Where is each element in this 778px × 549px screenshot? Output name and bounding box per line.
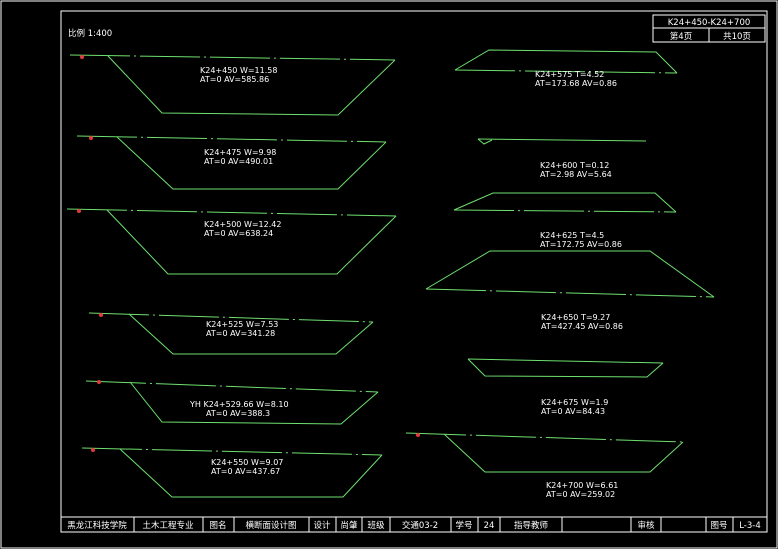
footer-drawing-no: L-3-4 bbox=[739, 521, 761, 531]
section-label: K24+650 T=9.27 bbox=[541, 313, 610, 322]
section-k24-575: K24+575 T=4.52 AT=173.68 AV=0.86 bbox=[454, 49, 678, 88]
section-label: K24+475 W=9.98 bbox=[204, 148, 276, 157]
footer-class-label: 班级 bbox=[367, 520, 385, 531]
footer-drawing-no-label: 图号 bbox=[710, 521, 727, 531]
section-values: AT=0 AV=490.01 bbox=[204, 157, 273, 166]
footer-school: 黑龙江科技学院 bbox=[67, 520, 127, 531]
section-k24-600: K24+600 T=0.12 AT=2.98 AV=5.64 bbox=[477, 138, 647, 179]
footer-drawing-name: 横断面设计图 bbox=[245, 520, 296, 531]
page-total: 共10页 bbox=[723, 32, 751, 42]
scale-label: 比例 1:400 bbox=[68, 28, 112, 39]
section-label: K24+600 T=0.12 bbox=[540, 161, 609, 170]
section-values: AT=0 AV=585.86 bbox=[200, 75, 269, 84]
section-label: K24+575 T=4.52 bbox=[535, 70, 604, 79]
section-label: K24+500 W=12.42 bbox=[204, 220, 281, 229]
section-values: AT=2.98 AV=5.64 bbox=[540, 170, 612, 179]
section-label: K24+450 W=11.58 bbox=[200, 66, 277, 75]
section-label: K24+700 W=6.61 bbox=[546, 481, 618, 490]
section-label: K24+675 W=1.9 bbox=[541, 398, 608, 407]
footer-student-no-label: 学号 bbox=[455, 520, 472, 531]
inner-border bbox=[60, 10, 768, 533]
footer-major: 土木工程专业 bbox=[142, 520, 193, 531]
range-title: K24+450-K24+700 bbox=[668, 18, 751, 28]
title-block: K24+450-K24+700 第4页 共10页 bbox=[652, 14, 766, 43]
section-k24-550: K24+550 W=9.07 AT=0 AV=437.67 bbox=[81, 447, 383, 498]
section-label: K24+550 W=9.07 bbox=[211, 458, 283, 467]
footer-designer: 尚肇 bbox=[340, 520, 358, 531]
section-k24-525: K24+525 W=7.53 AT=0 AV=341.28 bbox=[88, 312, 374, 355]
section-k24-475: K24+475 W=9.98 AT=0 AV=490.01 bbox=[76, 135, 387, 190]
footer-title-bar: 黑龙江科技学院 土木工程专业 图名 横断面设计图 设计 尚肇 班级 交通03-2… bbox=[61, 516, 767, 532]
section-k24-500: K24+500 W=12.42 AT=0 AV=638.24 bbox=[66, 208, 397, 275]
footer-design-label: 设计 bbox=[313, 520, 331, 531]
footer-advisor-label: 指导教师 bbox=[514, 520, 549, 531]
footer-student-no: 24 bbox=[484, 521, 495, 531]
section-k24-450: K24+450 W=11.58 AT=0 AV=585.86 bbox=[69, 54, 396, 116]
page-number: 第4页 bbox=[670, 31, 692, 42]
section-k24-675: K24+675 W=1.9 AT=0 AV=84.43 bbox=[467, 358, 664, 416]
footer-review-label: 审核 bbox=[637, 520, 655, 531]
section-k24-625: K24+625 T=4.5 AT=172.75 AV=0.86 bbox=[453, 192, 677, 249]
section-values: AT=0 AV=84.43 bbox=[541, 407, 605, 416]
footer-class: 交通03-2 bbox=[402, 520, 438, 531]
footer-drawing-name-label: 图名 bbox=[209, 520, 226, 531]
section-values: AT=427.45 AV=0.86 bbox=[541, 322, 623, 331]
section-values: AT=172.75 AV=0.86 bbox=[540, 240, 622, 249]
section-label: K24+625 T=4.5 bbox=[540, 231, 604, 240]
section-k24-529-66: YH K24+529.66 W=8.10 AT=0 AV=388.3 bbox=[85, 380, 379, 425]
section-values: AT=0 AV=388.3 bbox=[206, 409, 270, 418]
section-label: YH K24+529.66 W=8.10 bbox=[189, 400, 289, 409]
section-values: AT=0 AV=341.28 bbox=[206, 329, 275, 338]
section-values: AT=0 AV=259.02 bbox=[546, 490, 615, 499]
section-values: AT=0 AV=638.24 bbox=[204, 229, 273, 238]
section-label: K24+525 W=7.53 bbox=[206, 320, 278, 329]
section-k24-700: K24+700 W=6.61 AT=0 AV=259.02 bbox=[405, 432, 684, 499]
section-k24-650: K24+650 T=9.27 AT=427.45 AV=0.86 bbox=[425, 250, 715, 331]
section-values: AT=173.68 AV=0.86 bbox=[535, 79, 617, 88]
section-values: AT=0 AV=437.67 bbox=[211, 467, 280, 476]
